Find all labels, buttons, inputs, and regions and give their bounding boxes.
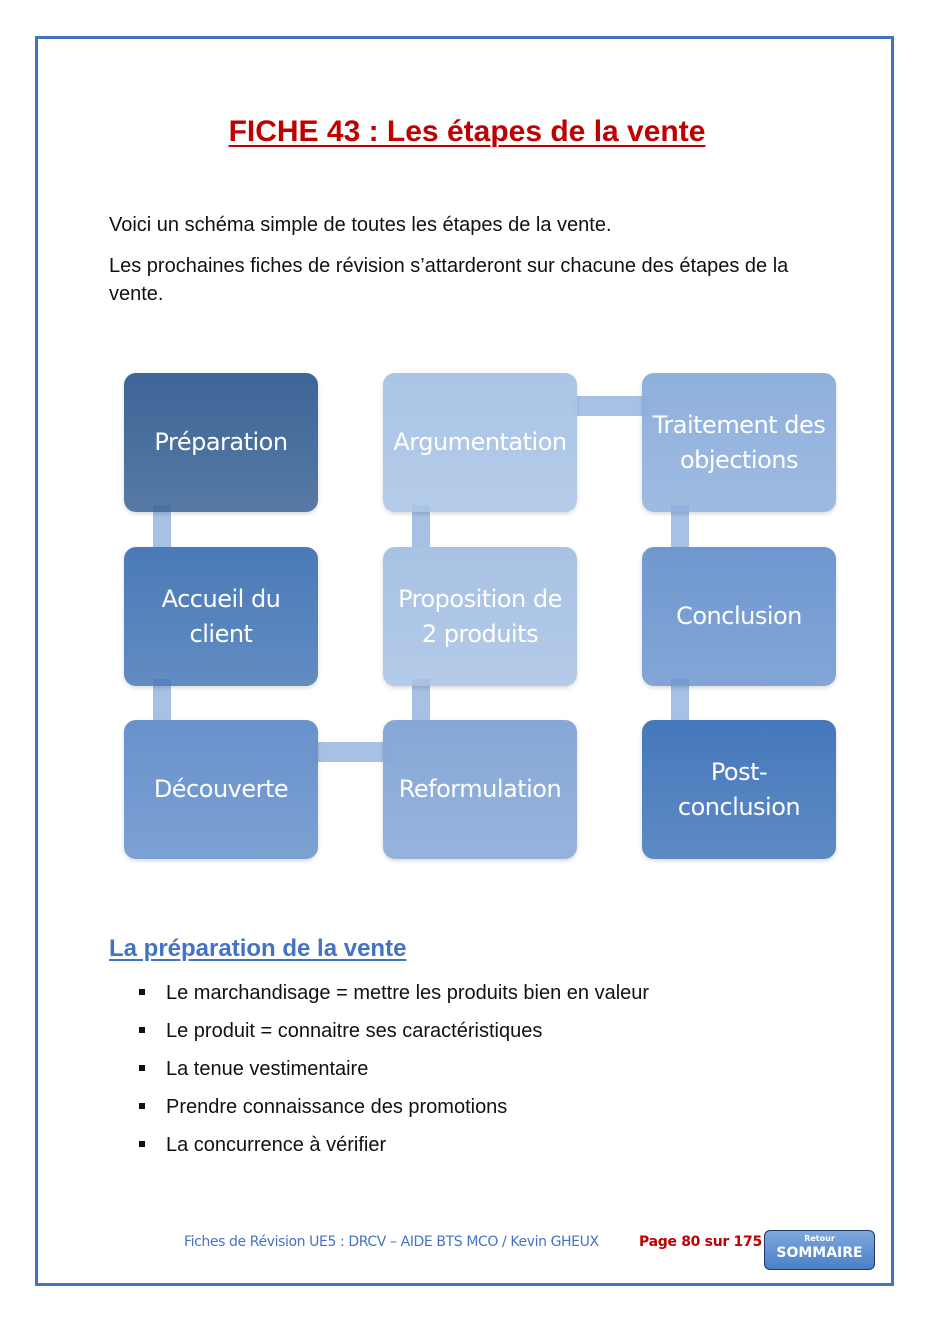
step-post-conclusion: Post-conclusion — [642, 720, 836, 859]
page-number: Page 80 sur 175 — [639, 1234, 762, 1250]
step-traitement-objections: Traitement des objections — [642, 373, 836, 512]
step-preparation: Préparation — [124, 373, 318, 512]
bullet-square-icon — [139, 1141, 145, 1147]
bullet-list: Le marchandisage = mettre les produits b… — [137, 977, 649, 1167]
list-item: La concurrence à vérifier — [137, 1129, 649, 1167]
list-item: Prendre connaissance des promotions — [137, 1091, 649, 1129]
section-heading: La préparation de la vente — [109, 935, 407, 962]
bullet-square-icon — [139, 1103, 145, 1109]
step-proposition: Proposition de 2 produits — [383, 547, 577, 686]
step-decouverte: Découverte — [124, 720, 318, 859]
button-small-label: Retour — [804, 1234, 835, 1243]
bullet-square-icon — [139, 1027, 145, 1033]
step-argumentation: Argumentation — [383, 373, 577, 512]
list-item: La tenue vestimentaire — [137, 1053, 649, 1091]
step-reformulation: Reformulation — [383, 720, 577, 859]
list-item: Le produit = connaitre ses caractéristiq… — [137, 1015, 649, 1053]
back-to-summary-button[interactable]: Retour SOMMAIRE — [764, 1230, 875, 1270]
button-main-label: SOMMAIRE — [776, 1245, 863, 1261]
step-conclusion: Conclusion — [642, 547, 836, 686]
bullet-square-icon — [139, 989, 145, 995]
footer-text: Fiches de Révision UE5 : DRCV – AIDE BTS… — [184, 1234, 599, 1250]
bullet-square-icon — [139, 1065, 145, 1071]
page-border — [35, 36, 894, 1286]
intro-paragraph-1: Voici un schéma simple de toutes les éta… — [109, 214, 612, 236]
step-accueil-client: Accueil du client — [124, 547, 318, 686]
intro-paragraph-2: Les prochaines fiches de révision s’atta… — [109, 255, 789, 305]
page-title: FICHE 43 : Les étapes de la vente — [228, 115, 706, 148]
list-item: Le marchandisage = mettre les produits b… — [137, 977, 649, 1015]
